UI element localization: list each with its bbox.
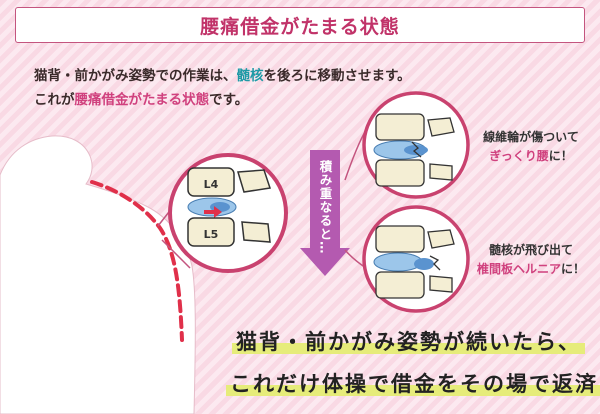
intro-work: での作業は、	[155, 68, 237, 84]
push-arrow	[204, 206, 222, 218]
intro-posture: 猫背・前かがみ姿勢	[34, 68, 156, 84]
vertebra-l4-process	[237, 169, 271, 193]
outcome-2-text: 髄核が飛び出て 椎間板ヘルニアに！	[468, 241, 594, 279]
intro-line-1: 猫背・前かがみ姿勢での作業は、髄核を後ろに移動させます。	[34, 64, 411, 88]
outcome-2-suffix: に！	[561, 262, 586, 276]
intro-move: を後ろに移動させます。	[263, 68, 411, 84]
outcome-1-text: 線維輪が傷ついて ぎっくり腰に！	[468, 128, 594, 166]
intro-line-2: これが腰痛借金がたまる状態です。	[34, 88, 411, 112]
conclusion-line-2-text: これだけ体操で借金をその場で返済	[226, 372, 600, 396]
outcome-2-line2: 椎間板ヘルニアに！	[468, 260, 594, 279]
spine-line	[90, 180, 184, 342]
zoom-connector-bottom	[161, 239, 191, 269]
intro-this: これが	[34, 92, 75, 108]
person-silhouette	[0, 135, 196, 414]
outcome-2-condition: 椎間板ヘルニア	[476, 262, 561, 276]
vertebra-l4	[187, 167, 235, 197]
outcome-1-suffix: に！	[548, 149, 573, 163]
progress-arrow	[300, 150, 350, 276]
outcome-2-illustration	[373, 225, 455, 299]
intro-desu: です。	[209, 92, 249, 108]
outcome-1-condition: ぎっくり腰	[489, 149, 549, 163]
intro-text: 猫背・前かがみ姿勢での作業は、髄核を後ろに移動させます。 これが腰痛借金がたまる…	[34, 64, 411, 112]
outcome-1-illustration	[373, 113, 455, 187]
intro-debt-state: 腰痛借金がたまる状態	[74, 92, 210, 108]
vertebra-l5	[187, 217, 235, 247]
outcome-1-line1: 線維輪が傷ついて	[483, 130, 579, 144]
intro-nucleus: 髄核	[236, 68, 264, 84]
label-l5: L5	[204, 228, 219, 241]
label-l4: L4	[204, 178, 219, 191]
title-banner: 腰痛借金がたまる状態	[15, 7, 585, 43]
vertebra-l5-process	[241, 221, 271, 243]
outcome-2-line1: 髄核が飛び出て	[488, 243, 573, 257]
conclusion-line-2: これだけ体操で借金をその場で返済	[226, 368, 600, 398]
page-title: 腰痛借金がたまる状態	[200, 15, 400, 38]
arrow-label: 積み重なると…	[317, 160, 333, 255]
spine-closeup: L4 L5	[187, 167, 271, 247]
outcome-1-line2: ぎっくり腰に！	[468, 147, 594, 166]
conclusion-line-1-text: 猫背・前かがみ姿勢が続いたら、	[232, 330, 585, 354]
conclusion-line-1: 猫背・前かがみ姿勢が続いたら、	[232, 326, 585, 356]
